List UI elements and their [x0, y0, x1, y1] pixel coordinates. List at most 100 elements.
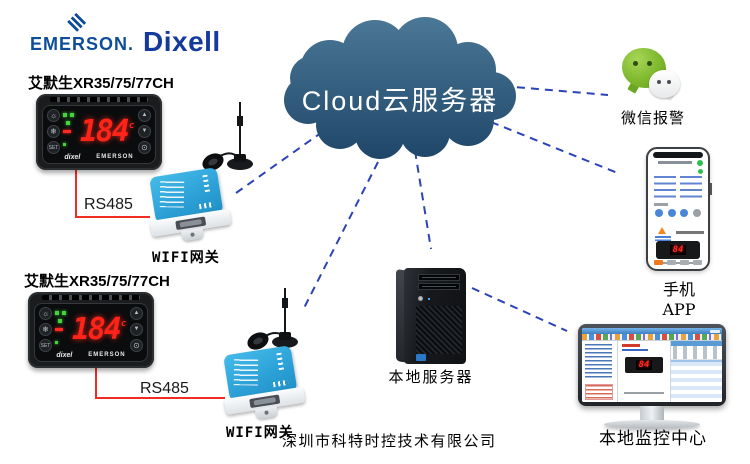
controller2-label: 艾默生XR35/75/77CH [24, 273, 170, 290]
nav-item [667, 260, 676, 265]
toolbar-icons [582, 334, 722, 341]
monitor-controller-image: 84 [625, 357, 663, 373]
gateway2-label: WIFI网关 [226, 425, 294, 441]
phone-app-screen: 84 [650, 151, 706, 267]
dixel-brand: dixel [64, 154, 81, 161]
wifi-gateway-1 [143, 166, 233, 246]
monitor-base [604, 420, 700, 429]
emerson-logo: EMERSON. [30, 34, 135, 54]
left-buttons: ☼ ❄ SET [39, 307, 52, 352]
device-name-text [655, 236, 671, 241]
vent-slots [42, 295, 140, 300]
gateway-led-labels [272, 379, 289, 388]
defrost-button-icon: ❄ [47, 125, 60, 138]
window-titlebar [582, 328, 722, 334]
software-body: 84 [582, 341, 722, 402]
caption-line [658, 262, 698, 264]
down-button-icon: ▼ [138, 125, 151, 138]
controller-face: ☼ ❄ SET 184 c ▲ ▼ ⊙ dixel EMERSON [34, 303, 148, 362]
company-name: 深圳市科特时控技术有限公司 [282, 432, 497, 450]
wifi-gateway-2 [217, 344, 307, 424]
wechat-label: 微信报警 [620, 109, 685, 127]
gateway-print-text [159, 181, 185, 208]
status-led [428, 298, 430, 300]
front-grille [416, 306, 462, 354]
up-button-icon: ▲ [130, 307, 143, 320]
brand-text-blue [622, 349, 648, 351]
wire-rs485-1 [75, 170, 150, 218]
set-button: SET [47, 141, 60, 154]
up-button-icon: ▲ [138, 109, 151, 122]
phone-label: 手机APP [662, 280, 696, 319]
nav-item [654, 260, 663, 265]
function-icon [692, 209, 701, 217]
wire-rs485-2 [95, 363, 225, 399]
emerson-brand: EMERSON [88, 352, 126, 358]
gateway-led-labels [198, 201, 215, 210]
line-cloud-gateway2 [302, 161, 379, 311]
wifi-antenna-2 [247, 288, 298, 350]
light-button-icon: ☼ [39, 307, 52, 320]
right-buttons: ▲ ▼ ⊙ [130, 307, 143, 352]
power-button-icon [418, 296, 423, 301]
phone-parameter-grid [654, 176, 702, 201]
cloud-label: Cloud云服务器 [302, 86, 499, 116]
gateway-logo-mark [276, 352, 285, 372]
brand-text-red [622, 344, 640, 347]
light-button-icon: ☼ [47, 109, 60, 122]
dixell-logo: Dixell [143, 26, 221, 57]
drive-bay [418, 283, 460, 290]
phone-navbar [654, 260, 702, 265]
right-buttons: ▲ ▼ ⊙ [138, 109, 151, 154]
mobile-phone: 84 [646, 147, 712, 271]
local-server-label: 本地服务器 [388, 368, 474, 386]
wechat-icon [622, 46, 684, 104]
phone-controller-image: 84 [656, 241, 700, 259]
power-button-icon: ⊙ [130, 339, 143, 352]
controller-face: ☼ ❄ SET 184 c ▲ ▼ ⊙ dixel EMERSON [42, 105, 156, 164]
drive-bay [418, 274, 460, 281]
power-button-icon: ⊙ [138, 141, 151, 154]
status-leds [63, 111, 76, 153]
function-icon [655, 209, 663, 217]
online-status-dot [698, 169, 703, 174]
gateway-print-text [233, 359, 259, 386]
device-model-text [676, 231, 704, 234]
phone-statusbar [653, 152, 703, 158]
line-gateway1-cloud [235, 129, 326, 194]
line-server-monitor [471, 287, 568, 332]
line-cloud-server [414, 150, 432, 250]
mini-display: 84 [669, 245, 687, 255]
led-display: 184 c [68, 312, 130, 347]
monitor-bezel: 84 [578, 324, 726, 406]
monitor-label: 本地监控中心 [599, 429, 707, 449]
data-table-panel [670, 341, 722, 402]
temperature-controller-1: ☼ ❄ SET 184 c ▲ ▼ ⊙ dixel EMERSON [36, 94, 162, 170]
line-cloud-phone [490, 121, 621, 175]
dixel-brand: dixel [56, 352, 73, 359]
wifi-antenna-1 [202, 102, 253, 171]
display-digits: 184 [71, 312, 122, 347]
mini-display: 84 [635, 360, 653, 370]
status-leds [55, 309, 68, 351]
minus-indicator [55, 327, 63, 331]
wechat-small-bubble [649, 70, 680, 98]
led-display: 184 c [76, 114, 138, 149]
table-rows [671, 360, 722, 402]
temperature-controller-2: ☼ ❄ SET 184 c ▲ ▼ ⊙ dixel EMERSON [28, 292, 154, 368]
display-digits: 184 [79, 114, 130, 149]
warning-triangle-icon [658, 227, 666, 234]
faceplate-brands: dixel EMERSON [35, 352, 147, 359]
section-label [654, 203, 668, 206]
rs485-label-2: RS485 [140, 380, 189, 397]
device-detail-panel: 84 [618, 341, 670, 402]
vent-slots [50, 97, 148, 102]
gateway-logo-mark [202, 174, 211, 194]
monitor-stand [640, 406, 664, 420]
nav-item [693, 260, 702, 265]
server-front-panel [404, 268, 466, 364]
set-button: SET [39, 339, 52, 352]
intel-badge-icon [416, 354, 426, 361]
function-icon [680, 209, 689, 217]
